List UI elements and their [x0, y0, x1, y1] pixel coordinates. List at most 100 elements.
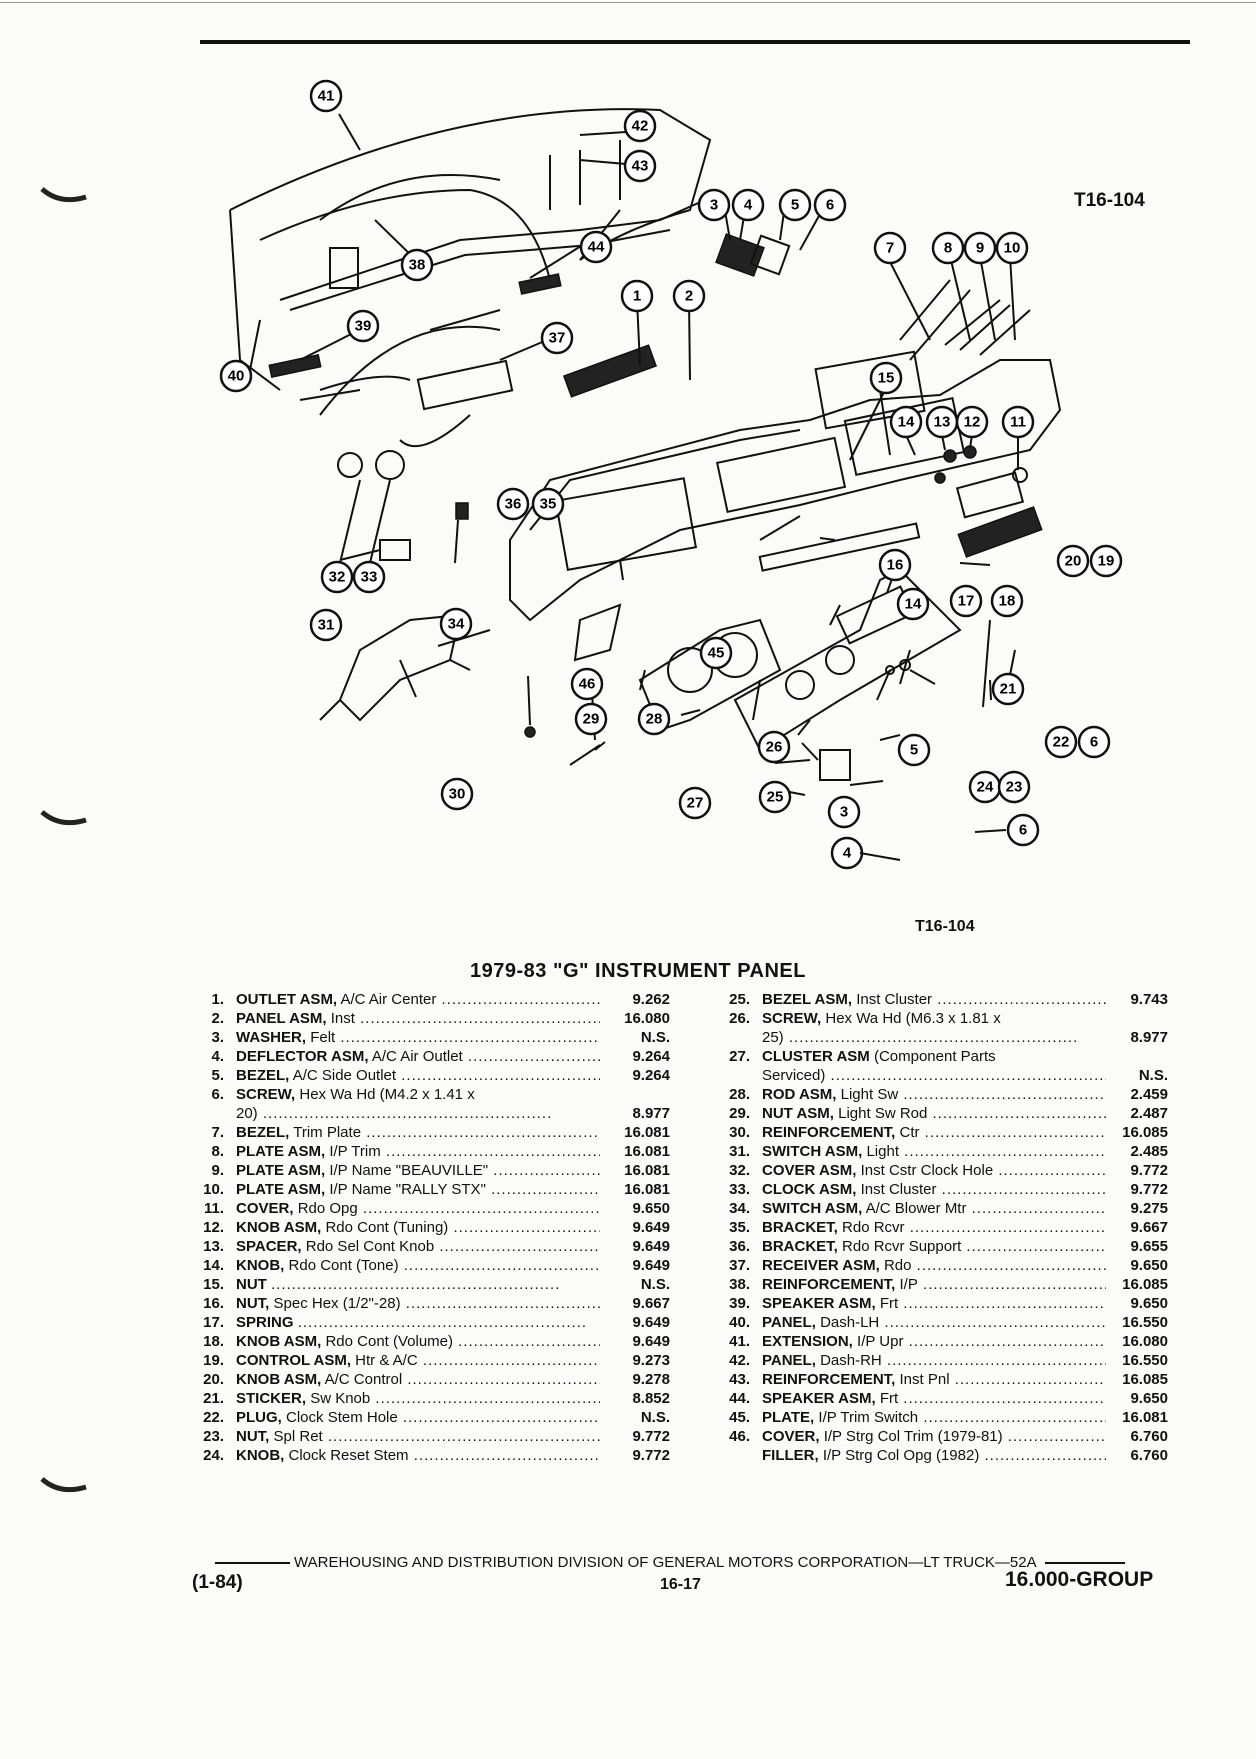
svg-text:34: 34 — [448, 616, 465, 633]
item-description: NUT — [236, 1275, 600, 1294]
item-group-number: 9.264 — [632, 1048, 670, 1065]
item-description: FILLER, I/P Strg Col Opg (1982) — [762, 1446, 1106, 1465]
parts-list-row: 21.STICKER, Sw Knob8.852 — [190, 1389, 670, 1408]
item-description: PLATE ASM, I/P Trim — [236, 1142, 600, 1161]
item-detail: Clock Reset Stem — [288, 1447, 409, 1464]
item-description: BRACKET, Rdo Rcvr Support — [762, 1237, 1106, 1256]
item-description: REINFORCEMENT, Ctr — [762, 1123, 1106, 1142]
item-detail: Dash-LH — [820, 1314, 880, 1331]
parts-list-row: 25)8.977 — [706, 1028, 1168, 1047]
item-description: SPACER, Rdo Sel Cont Knob — [236, 1237, 600, 1256]
parts-list-row: 36.BRACKET, Rdo Rcvr Support9.655 — [706, 1237, 1168, 1256]
item-name: SWITCH ASM, — [762, 1200, 863, 1217]
svg-text:7: 7 — [886, 240, 894, 257]
item-name: SPEAKER ASM, — [762, 1390, 876, 1407]
item-description: DEFLECTOR ASM, A/C Air Outlet — [236, 1047, 600, 1066]
item-group-number: 16.080 — [624, 1010, 670, 1027]
item-detail: I/P Name "BEAUVILLE" — [329, 1162, 489, 1179]
item-description: WASHER, Felt — [236, 1028, 600, 1047]
callout-6b: 6 — [1077, 725, 1111, 759]
item-description: EXTENSION, I/P Upr — [762, 1332, 1106, 1351]
item-detail: I/P Upr — [857, 1333, 904, 1350]
item-group-number: 9.772 — [1130, 1162, 1168, 1179]
svg-text:27: 27 — [687, 795, 704, 812]
item-name: RECEIVER ASM, — [762, 1257, 880, 1274]
parts-list-row: 8.PLATE ASM, I/P Trim16.081 — [190, 1142, 670, 1161]
svg-text:2: 2 — [685, 288, 693, 305]
parts-list-row: 40.PANEL, Dash-LH16.550 — [706, 1313, 1168, 1332]
item-number: 18. — [203, 1333, 224, 1350]
item-number: 30. — [729, 1124, 750, 1141]
item-detail: Rdo Cont (Tuning) — [325, 1219, 449, 1236]
item-description: PANEL, Dash-LH — [762, 1313, 1106, 1332]
callout-27: 27 — [678, 786, 712, 820]
footer-rule-right — [1044, 1562, 1125, 1565]
item-number: 24. — [203, 1447, 224, 1464]
svg-text:19: 19 — [1098, 553, 1115, 570]
item-number — [706, 1066, 762, 1085]
parts-list-row: 4.DEFLECTOR ASM, A/C Air Outlet9.264 — [190, 1047, 670, 1066]
item-number: 26. — [729, 1010, 750, 1027]
outlets-drawing — [562, 233, 1043, 558]
item-detail: Rdo Rcvr — [842, 1219, 905, 1236]
callout-45: 45 — [699, 636, 733, 670]
item-name: ROD ASM, — [762, 1086, 837, 1103]
item-description: KNOB, Rdo Cont (Tone) — [236, 1256, 600, 1275]
callout-11: 11 — [1001, 405, 1035, 439]
item-number: 12. — [203, 1219, 224, 1236]
item-detail: Dash-RH — [820, 1352, 882, 1369]
item-name: BEZEL ASM, — [762, 991, 853, 1008]
parts-list-row: 37.RECEIVER ASM, Rdo9.650 — [706, 1256, 1168, 1275]
parts-list-row: 19.CONTROL ASM, Htr & A/C9.273 — [190, 1351, 670, 1370]
item-name: KNOB ASM, — [236, 1219, 322, 1236]
item-detail: Spec Hex (1/2"-28) — [273, 1295, 401, 1312]
item-group-number — [1106, 1047, 1168, 1066]
item-group-number: 9.650 — [1130, 1257, 1168, 1274]
item-detail: Rdo Rcvr Support — [842, 1238, 962, 1255]
svg-text:5: 5 — [791, 197, 799, 214]
item-number: 43. — [729, 1371, 750, 1388]
callout-25: 25 — [758, 780, 792, 814]
item-detail: Serviced) — [762, 1067, 826, 1084]
callout-13: 13 — [925, 405, 959, 439]
item-name: REINFORCEMENT, — [762, 1124, 896, 1141]
item-description: SPRING — [236, 1313, 600, 1332]
svg-text:32: 32 — [329, 569, 346, 586]
item-description: BEZEL, Trim Plate — [236, 1123, 600, 1142]
item-number: 6. — [211, 1086, 224, 1103]
item-detail: I/P Trim — [329, 1143, 381, 1160]
item-number: 32. — [729, 1162, 750, 1179]
svg-text:25: 25 — [767, 789, 784, 806]
svg-text:3: 3 — [840, 804, 848, 821]
item-number: 7. — [211, 1124, 224, 1141]
item-number: 40. — [729, 1314, 750, 1331]
parts-list-row: 35.BRACKET, Rdo Rcvr9.667 — [706, 1218, 1168, 1237]
item-detail: A/C Control — [324, 1371, 403, 1388]
figure-id-bottom: T16-104 — [915, 918, 975, 935]
footer-page-number: 16-17 — [660, 1576, 701, 1593]
footer-division-line: WAREHOUSING AND DISTRIBUTION DIVISION OF… — [215, 1554, 1125, 1571]
item-group-number: 9.649 — [632, 1333, 670, 1350]
item-number: 36. — [729, 1238, 750, 1255]
callout-33: 33 — [352, 560, 386, 594]
item-detail: 20) — [236, 1105, 258, 1122]
parts-list-row: 41.EXTENSION, I/P Upr16.080 — [706, 1332, 1168, 1351]
item-detail: 25) — [762, 1029, 784, 1046]
callout-28: 28 — [637, 702, 671, 736]
item-name: KNOB ASM, — [236, 1371, 322, 1388]
svg-text:22: 22 — [1053, 734, 1070, 751]
item-group-number: 16.081 — [624, 1181, 670, 1198]
callout-23: 23 — [997, 770, 1031, 804]
parts-list-row: 1.OUTLET ASM, A/C Air Center9.262 — [190, 990, 670, 1009]
svg-text:21: 21 — [1000, 681, 1017, 698]
item-name: SPEAKER ASM, — [762, 1295, 876, 1312]
item-group-number: 9.278 — [632, 1371, 670, 1388]
footer-division: WAREHOUSING AND DISTRIBUTION DIVISION OF… — [294, 1554, 1037, 1571]
callout-5b: 5 — [897, 733, 931, 767]
item-number: 11. — [203, 1200, 224, 1217]
item-number: 29. — [729, 1105, 750, 1122]
item-description: REINFORCEMENT, I/P — [762, 1275, 1106, 1294]
item-number — [190, 1104, 236, 1123]
item-detail: Inst Cluster — [860, 1181, 937, 1198]
item-name: COVER, — [236, 1200, 294, 1217]
